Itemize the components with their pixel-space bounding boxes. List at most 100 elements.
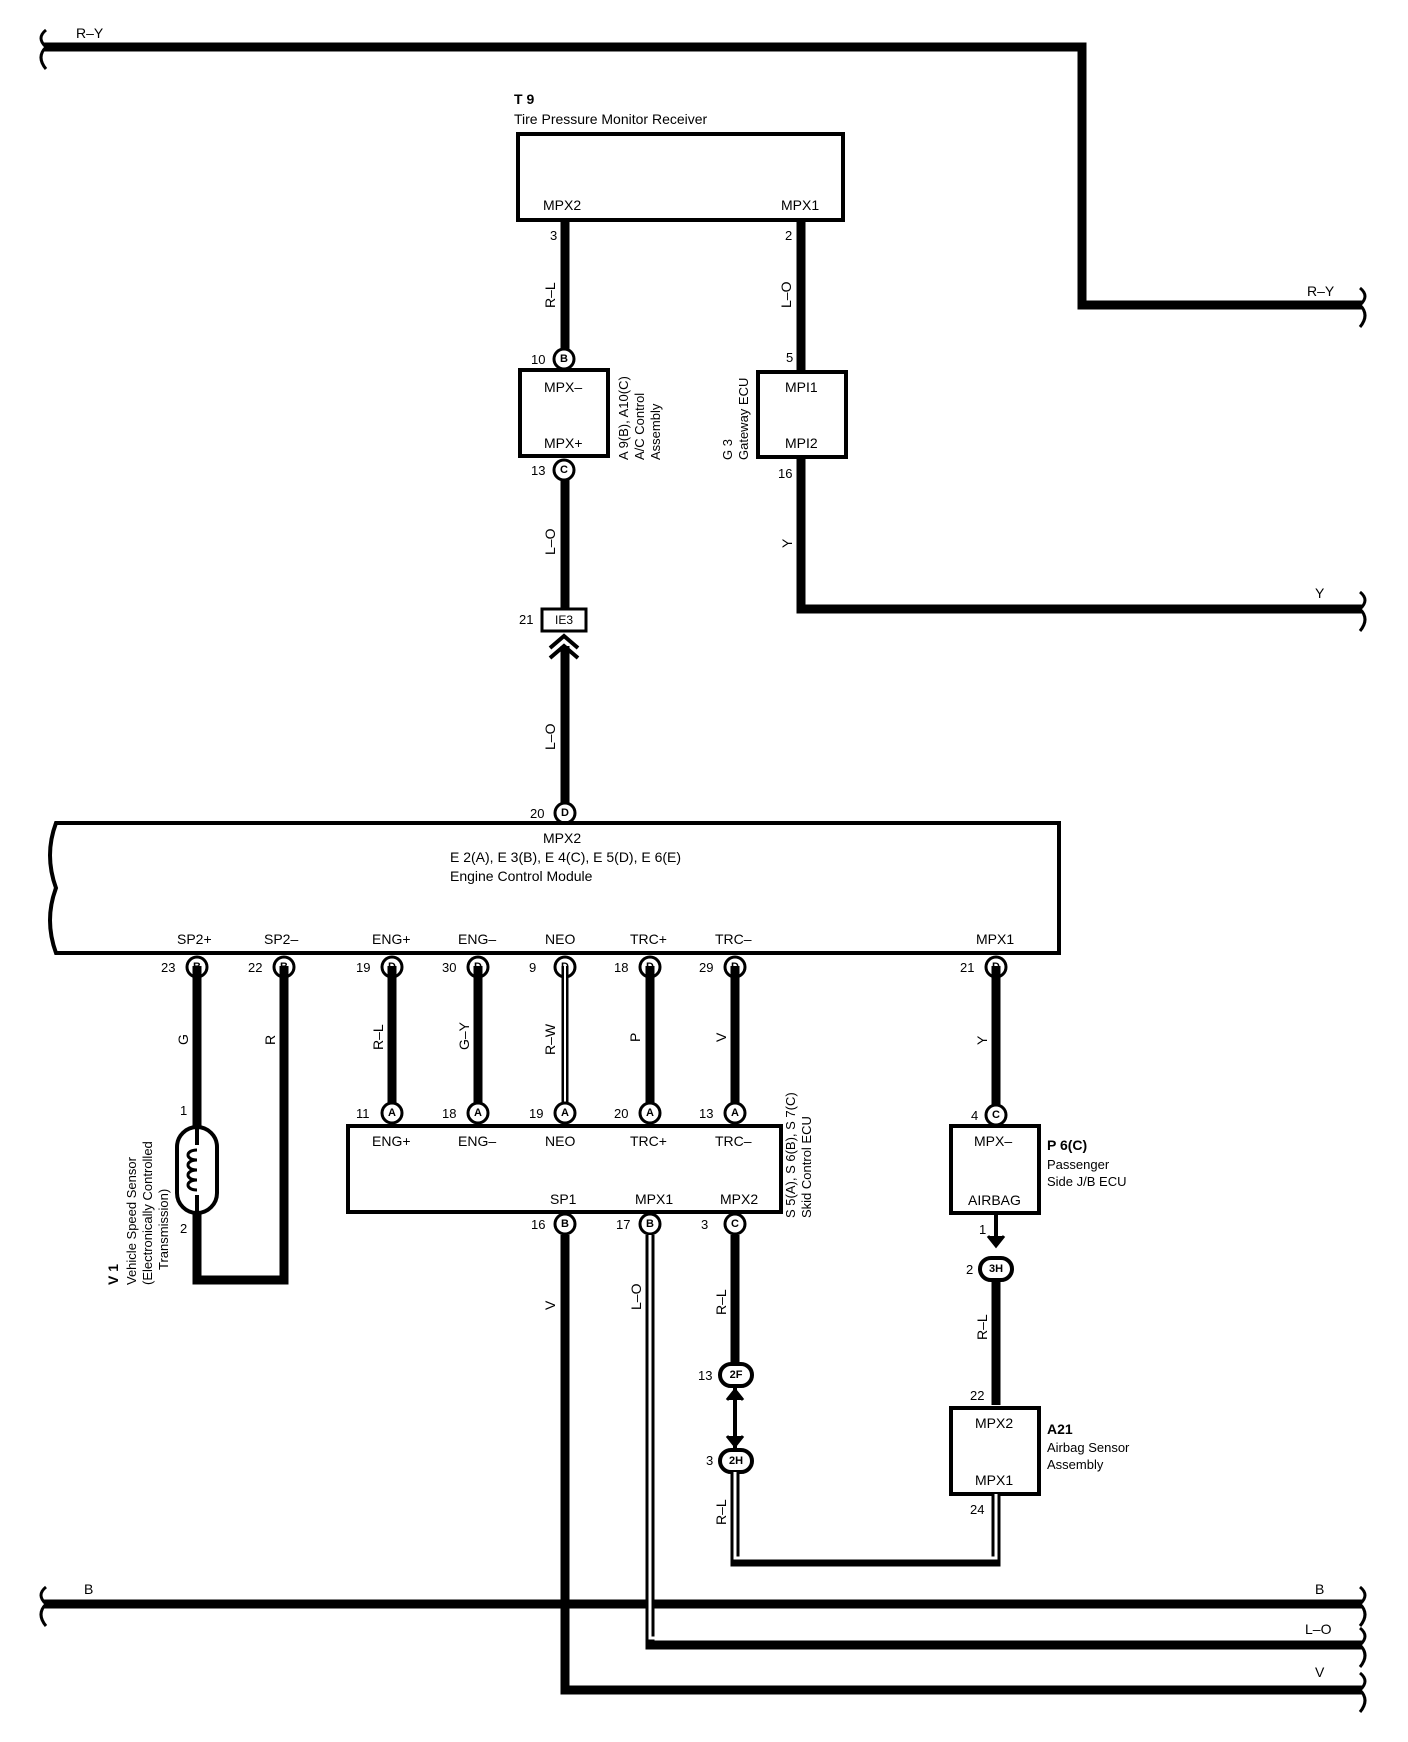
v1-name2: (Electronically Controlled xyxy=(140,1141,155,1285)
skid-top-connector xyxy=(380,1101,404,1125)
ecm-name: Engine Control Module xyxy=(450,868,593,884)
skid-top-pin: 11 xyxy=(356,1106,370,1121)
skid-top-label: TRC– xyxy=(715,1133,752,1149)
ecm-terminal-label: ENG– xyxy=(458,931,496,947)
ac-mpxm: MPX– xyxy=(544,379,582,395)
ecm-terminal-label: ENG+ xyxy=(372,931,411,947)
ecm-terminal-pin: 21 xyxy=(960,960,974,975)
ac-pin-bot: 13 xyxy=(531,463,545,478)
g3-mpi1: MPI1 xyxy=(785,379,818,395)
skid-name: Skid Control ECU xyxy=(799,1116,814,1218)
j2f-label: 2F xyxy=(730,1369,743,1381)
svg-text:C: C xyxy=(992,1109,1000,1121)
gateway-ecu: 5 MPI1 MPI2 16 G 3 Gateway ECU xyxy=(720,350,848,481)
skid-top-label: ENG– xyxy=(458,1133,496,1149)
wire-label-lo-right: L–O xyxy=(1305,1621,1332,1637)
junction-ie3: 21 IE3 xyxy=(519,607,588,660)
ac-name2: Assembly xyxy=(648,403,663,460)
wire-label-t9-mpx2: R–L xyxy=(542,282,558,308)
ecm-terminal-pin: 9 xyxy=(529,960,536,975)
v1-name1: Vehicle Speed Sensor xyxy=(124,1156,139,1285)
skid-top-connector xyxy=(466,1101,490,1125)
v1-pin2: 2 xyxy=(180,1221,187,1236)
ac-id: A 9(B), A10(C) xyxy=(616,376,631,460)
engine-control-module: 20 D MPX2 E 2(A), E 3(B), E 4(C), E 5(D)… xyxy=(48,801,1061,979)
svg-text:D: D xyxy=(561,807,569,819)
svg-text:C: C xyxy=(731,1218,739,1230)
p6-name1: Passenger xyxy=(1047,1157,1110,1172)
junction-3h: 2 3H xyxy=(966,1256,1014,1282)
skid-bottom-label: SP1 xyxy=(550,1191,577,1207)
ecm-terminal-label: TRC– xyxy=(715,931,752,947)
svg-text:B: B xyxy=(561,1218,569,1230)
airbag-sensor-assembly: 22 MPX2 MPX1 24 A21 Airbag Sensor Assemb… xyxy=(949,1388,1130,1517)
ecm-terminal-label: SP2+ xyxy=(177,931,212,947)
ecm-terminal-pin: 23 xyxy=(161,960,175,975)
wire-g3-mpi2 xyxy=(796,457,1362,614)
skid-bottom-connector xyxy=(723,1212,747,1236)
ecm-ids: E 2(A), E 3(B), E 4(C), E 5(D), E 6(E) xyxy=(450,849,681,865)
ac-pin-top: 10 xyxy=(531,352,545,367)
wire-label-top-left: R–Y xyxy=(76,25,104,41)
vehicle-speed-sensor: 1 2 V 1 Vehicle Speed Sensor (Electronic… xyxy=(105,1103,219,1285)
skid-top-pin: 20 xyxy=(614,1106,628,1121)
a21-mpx1: MPX1 xyxy=(975,1472,1013,1488)
ac-mpxp: MPX+ xyxy=(544,435,583,451)
wire-label-b-right: B xyxy=(1315,1581,1324,1597)
skid-top-label: ENG+ xyxy=(372,1133,411,1149)
svg-text:A: A xyxy=(646,1107,654,1119)
t9-id: T 9 xyxy=(514,91,534,107)
a21-pin-top: 22 xyxy=(970,1388,984,1403)
ecm-terminal-pin: 18 xyxy=(614,960,628,975)
wire-label-y-right: Y xyxy=(1315,585,1325,601)
wire-label-skid-mpx1: L–O xyxy=(628,1283,644,1310)
j2f-pin: 13 xyxy=(698,1368,712,1383)
skid-top-connector xyxy=(638,1101,662,1125)
wire-label-ie3-ecm: L–O xyxy=(542,723,558,750)
wire-label-sp2p: G xyxy=(175,1034,191,1045)
a21-id: A21 xyxy=(1047,1421,1073,1437)
wire-label-trcm: V xyxy=(713,1032,729,1042)
wire-label-2h: R–L xyxy=(713,1499,729,1525)
j3h-pin: 2 xyxy=(966,1262,973,1277)
skid-top-label: TRC+ xyxy=(630,1133,667,1149)
j2h-pin: 3 xyxy=(706,1453,713,1468)
wire-label-trcp: P xyxy=(627,1033,643,1042)
wire-label-skid-mpx2: R–L xyxy=(713,1289,729,1315)
ac-name1: A/C Control xyxy=(632,393,647,460)
skid-top-pin: 19 xyxy=(529,1106,543,1121)
j3h-label: 3H xyxy=(989,1263,1003,1275)
ecm-mpx2: MPX2 xyxy=(543,830,581,846)
g3-name: Gateway ECU xyxy=(736,378,751,460)
p6-airbag: AIRBAG xyxy=(968,1192,1021,1208)
ecm-terminal-pin: 29 xyxy=(699,960,713,975)
skid-bottom-pin: 17 xyxy=(616,1217,630,1232)
g3-pin-top: 5 xyxy=(786,350,793,365)
t9-mpx2-label: MPX2 xyxy=(543,197,581,213)
a21-name2: Assembly xyxy=(1047,1457,1104,1472)
svg-text:B: B xyxy=(646,1218,654,1230)
skid-top-pin: 13 xyxy=(699,1106,713,1121)
p6-pin-bot: 1 xyxy=(979,1222,986,1237)
t9-mpx1-label: MPX1 xyxy=(781,197,819,213)
skid-top-pin: 18 xyxy=(442,1106,456,1121)
wire-sp2m xyxy=(192,966,289,1285)
wire-label-mpx1: Y xyxy=(974,1035,990,1045)
ecm-terminal-label: SP2– xyxy=(264,931,298,947)
skid-bottom-label: MPX1 xyxy=(635,1191,673,1207)
v1-id: V 1 xyxy=(105,1264,121,1285)
wire-label-sp2m: R xyxy=(262,1035,278,1045)
p6-mpxm: MPX– xyxy=(974,1133,1012,1149)
skid-top-connector xyxy=(723,1101,747,1125)
wire-label-b-left: B xyxy=(84,1581,93,1597)
passenger-side-jb-ecu: 4 C MPX– AIRBAG 1 P 6(C) Passenger Side … xyxy=(949,1103,1126,1237)
ecm-terminal-pin: 19 xyxy=(356,960,370,975)
p6-pin-top: 4 xyxy=(971,1108,978,1123)
j2h-label: 2H xyxy=(729,1455,743,1467)
wire-r-y-top: R–Y R–Y xyxy=(39,25,1367,328)
v1-name3: Transmission) xyxy=(156,1189,171,1270)
skid-bottom-connector xyxy=(638,1212,662,1236)
